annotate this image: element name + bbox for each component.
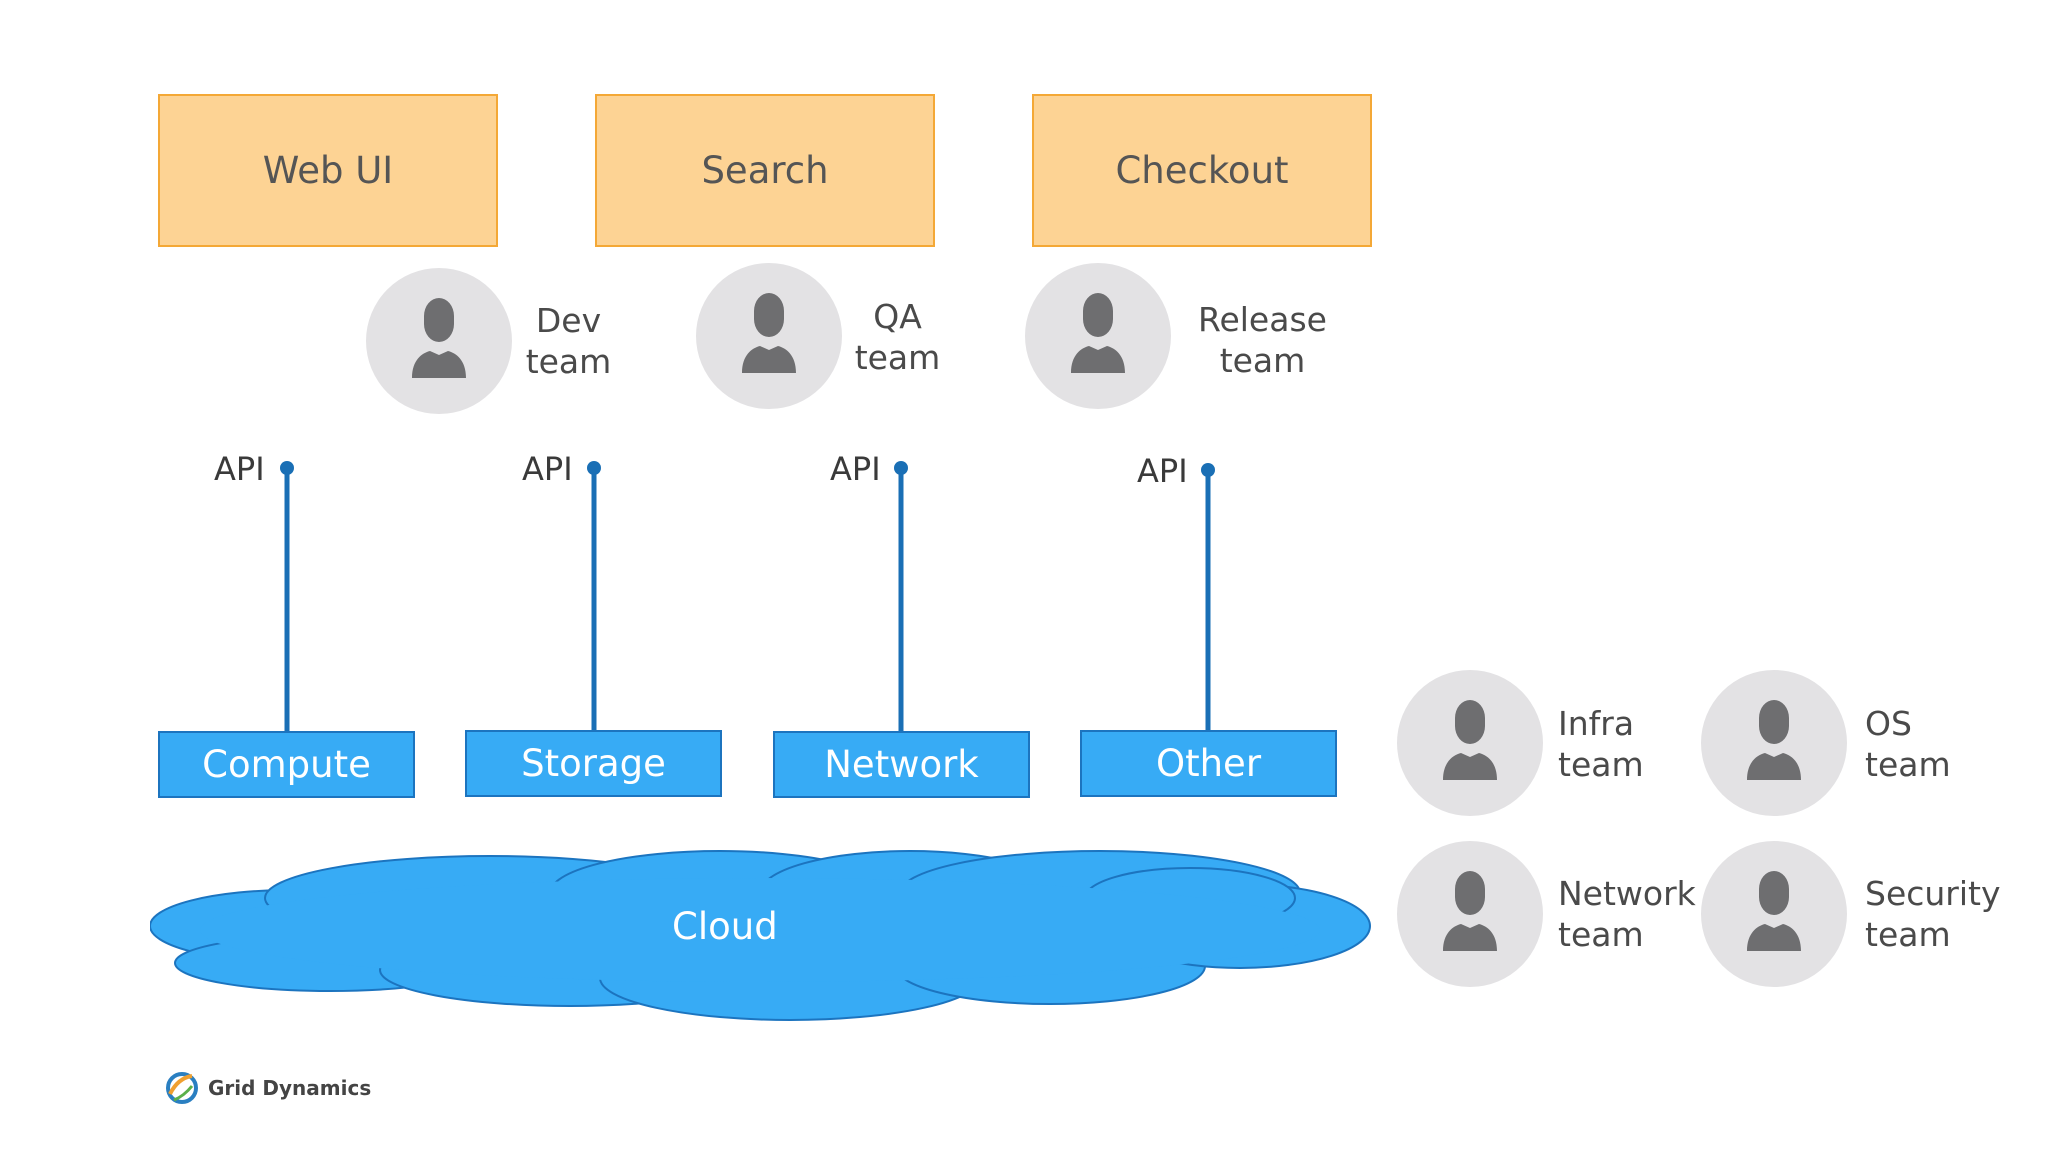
team-label-line2: team (1558, 745, 1644, 784)
qa-team-avatar (696, 263, 842, 409)
security-team-label: Security team (1865, 873, 2001, 955)
person-icon (1071, 293, 1125, 373)
api-label-other: API (1137, 452, 1188, 490)
network-team-avatar (1397, 841, 1543, 987)
app-box-checkout: Checkout (1032, 94, 1372, 247)
grid-dynamics-logo: Grid Dynamics (164, 1070, 371, 1106)
person-icon (1747, 871, 1801, 951)
team-label-line2: team (1558, 915, 1644, 954)
connector-compute (280, 461, 294, 731)
security-team-avatar (1701, 841, 1847, 987)
api-label-storage: API (522, 450, 573, 488)
team-label-line2: team (1865, 915, 1951, 954)
person-icon (742, 293, 796, 373)
app-label: Checkout (1115, 149, 1289, 192)
connector-network (894, 461, 908, 731)
team-label-line1: Infra (1558, 704, 1635, 743)
service-storage: Storage (465, 730, 722, 797)
cloud-shape (150, 850, 1371, 1021)
person-icon (1443, 871, 1497, 951)
release-team-avatar (1025, 263, 1171, 409)
team-label-line1: QA (873, 297, 922, 336)
person-icon (1443, 700, 1497, 780)
team-label-line1: OS (1865, 704, 1912, 743)
person-icon (1747, 700, 1801, 780)
connector-storage (587, 461, 601, 731)
team-label-line2: team (1865, 745, 1951, 784)
app-label: Web UI (262, 149, 394, 192)
team-label-line2: team (1219, 341, 1306, 380)
person-icon (412, 298, 466, 378)
team-label-line1: Security (1865, 874, 2001, 913)
infra-team-avatar (1397, 670, 1543, 816)
team-label-line2: team (854, 338, 941, 377)
connector-other (1201, 463, 1215, 731)
os-team-avatar (1701, 670, 1847, 816)
app-label: Search (701, 149, 829, 192)
team-label-line2: team (525, 342, 612, 381)
team-label-line1: Dev (535, 301, 602, 340)
service-label: Compute (202, 743, 371, 786)
service-label: Other (1155, 742, 1262, 785)
qa-team-label: QA team (850, 296, 945, 378)
app-box-web-ui: Web UI (158, 94, 498, 247)
service-other: Other (1080, 730, 1337, 797)
infra-team-label: Infra team (1558, 703, 1644, 785)
service-compute: Compute (158, 731, 415, 798)
grid-dynamics-logo-icon (166, 1072, 198, 1104)
dev-team-avatar (366, 268, 512, 414)
service-label: Storage (521, 742, 666, 785)
team-label-line1: Network (1558, 874, 1696, 913)
service-label: Network (824, 743, 979, 786)
api-label-compute: API (214, 450, 265, 488)
cloud-label: Cloud (672, 905, 778, 948)
release-team-label: Release team (1190, 299, 1335, 381)
service-network: Network (773, 731, 1030, 798)
logo-text: Grid Dynamics (208, 1076, 372, 1100)
app-box-search: Search (595, 94, 935, 247)
team-label-line1: Release (1198, 300, 1327, 339)
api-label-network: API (830, 450, 881, 488)
network-team-label: Network team (1558, 873, 1696, 955)
dev-team-label: Dev team (521, 300, 616, 382)
os-team-label: OS team (1865, 703, 1951, 785)
